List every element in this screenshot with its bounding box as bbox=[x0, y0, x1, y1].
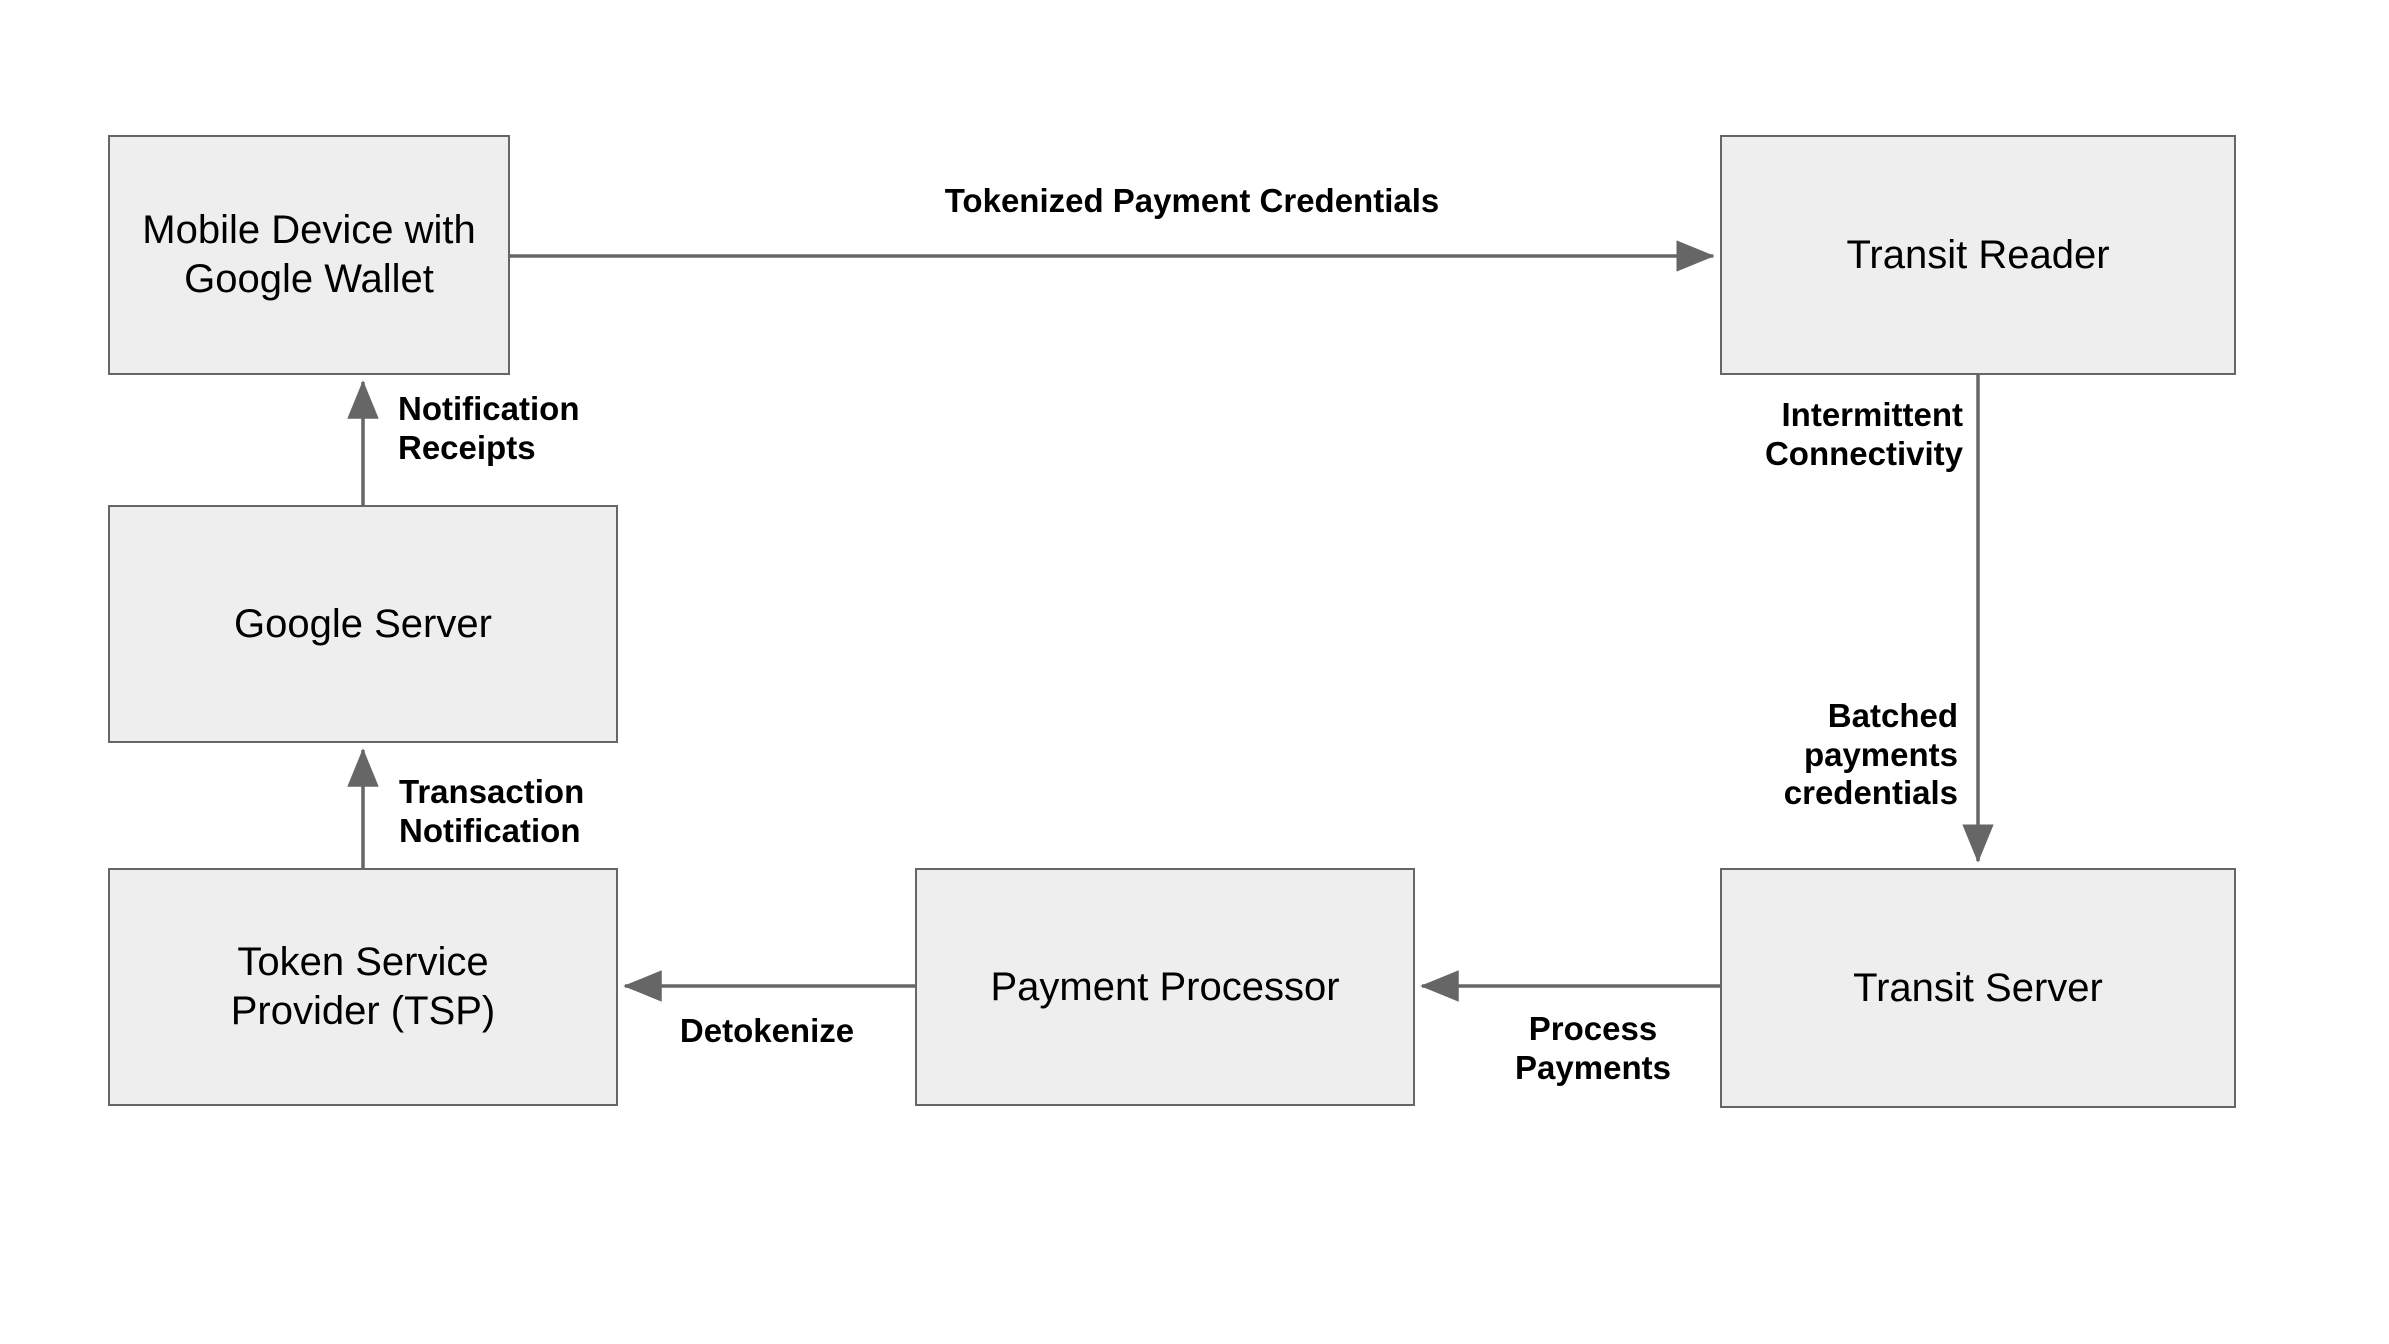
node-label: Token Service Provider (TSP) bbox=[230, 940, 496, 1033]
node-label: Mobile Device with Google Wallet bbox=[142, 208, 476, 301]
node-label: Transit Server bbox=[1853, 965, 2103, 1010]
edge-label-tokenized-payment-credentials: Tokenized Payment Credentials bbox=[944, 182, 1440, 219]
edge-label-transaction-notification: Transaction Notification bbox=[399, 773, 585, 849]
node-label: Google Server bbox=[234, 601, 492, 646]
edge-label-process-payments: Process Payments bbox=[1515, 1010, 1671, 1086]
edge-label-batched-payments-credentials: Batched payments credentials bbox=[1783, 697, 1958, 812]
node-payment-processor[interactable]: Payment Processor bbox=[915, 868, 1415, 1106]
edge-label-intermittent-connectivity: Intermittent Connectivity bbox=[1764, 396, 1963, 472]
node-label: Transit Reader bbox=[1846, 232, 2110, 277]
node-mobile-device[interactable]: Mobile Device with Google Wallet bbox=[108, 135, 510, 375]
edge-label-notification-receipts: Notification Receipts bbox=[398, 390, 580, 466]
node-label: Payment Processor bbox=[990, 964, 1340, 1009]
node-transit-server[interactable]: Transit Server bbox=[1720, 868, 2236, 1108]
node-transit-reader[interactable]: Transit Reader bbox=[1720, 135, 2236, 375]
node-token-service-provider[interactable]: Token Service Provider (TSP) bbox=[108, 868, 618, 1106]
edge-label-detokenize: Detokenize bbox=[679, 1012, 855, 1049]
node-google-server[interactable]: Google Server bbox=[108, 505, 618, 743]
